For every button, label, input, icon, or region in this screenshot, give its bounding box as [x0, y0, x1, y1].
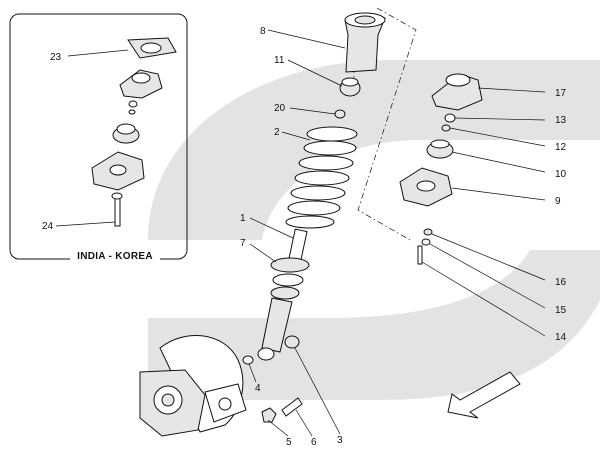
- callouts: 1 2 3 4 5 6 7 8 9 10 11 12 13 14 15 16 1…: [240, 26, 567, 448]
- callout-1: 1: [240, 213, 246, 224]
- washer-12: [441, 124, 451, 132]
- dust-boot: [344, 12, 386, 73]
- callout-3: 3: [337, 435, 343, 446]
- bolt-14: [417, 245, 423, 265]
- shock-absorber: [257, 228, 310, 361]
- callout-5: 5: [286, 437, 292, 448]
- inset-nut: [128, 100, 138, 108]
- watermark-upper: [148, 60, 600, 240]
- callout-9: 9: [555, 196, 561, 207]
- callout-11: 11: [274, 55, 285, 66]
- wheel-hub-assembly: [139, 335, 247, 437]
- callout-6: 6: [311, 437, 317, 448]
- washer-15: [421, 238, 431, 246]
- inset-panel: INDIA - KOREA 23 24: [9, 13, 188, 264]
- callout-14: 14: [555, 332, 567, 343]
- callout-23: 23: [50, 52, 62, 63]
- watermark-lower: [148, 250, 600, 400]
- callout-20: 20: [274, 103, 286, 114]
- nut-16: [423, 228, 433, 236]
- washer-13: [444, 113, 456, 123]
- coil-spring: [285, 126, 358, 229]
- nut-20: [334, 109, 346, 119]
- nut-5: [261, 407, 277, 423]
- isolator-10: [426, 139, 454, 159]
- callout-8: 8: [260, 26, 266, 37]
- spring-seat-9: [399, 167, 453, 207]
- callout-2: 2: [274, 127, 280, 138]
- inset-washer: [128, 109, 136, 115]
- bolt-6: [281, 397, 303, 417]
- bump-stop: [339, 77, 361, 97]
- assembly-guide-line: [357, 7, 417, 241]
- callout-24: 24: [42, 221, 54, 232]
- top-mount: [431, 73, 483, 111]
- inset-title: INDIA - KOREA: [77, 251, 153, 262]
- callout-4: 4: [255, 383, 261, 394]
- callout-17: 17: [555, 88, 567, 99]
- callout-13: 13: [555, 115, 567, 126]
- washer-4: [242, 355, 254, 365]
- leader-lines: [248, 29, 546, 437]
- callout-7: 7: [240, 238, 246, 249]
- inset-mount: [119, 69, 163, 99]
- callout-12: 12: [555, 142, 567, 153]
- callout-15: 15: [555, 305, 567, 316]
- watermark-logo: [148, 60, 600, 400]
- callout-16: 16: [555, 277, 567, 288]
- callout-10: 10: [555, 169, 567, 180]
- front-arrow-icon: [447, 371, 521, 419]
- inset-bolt-24: [114, 195, 121, 227]
- bushing-3: [284, 335, 300, 349]
